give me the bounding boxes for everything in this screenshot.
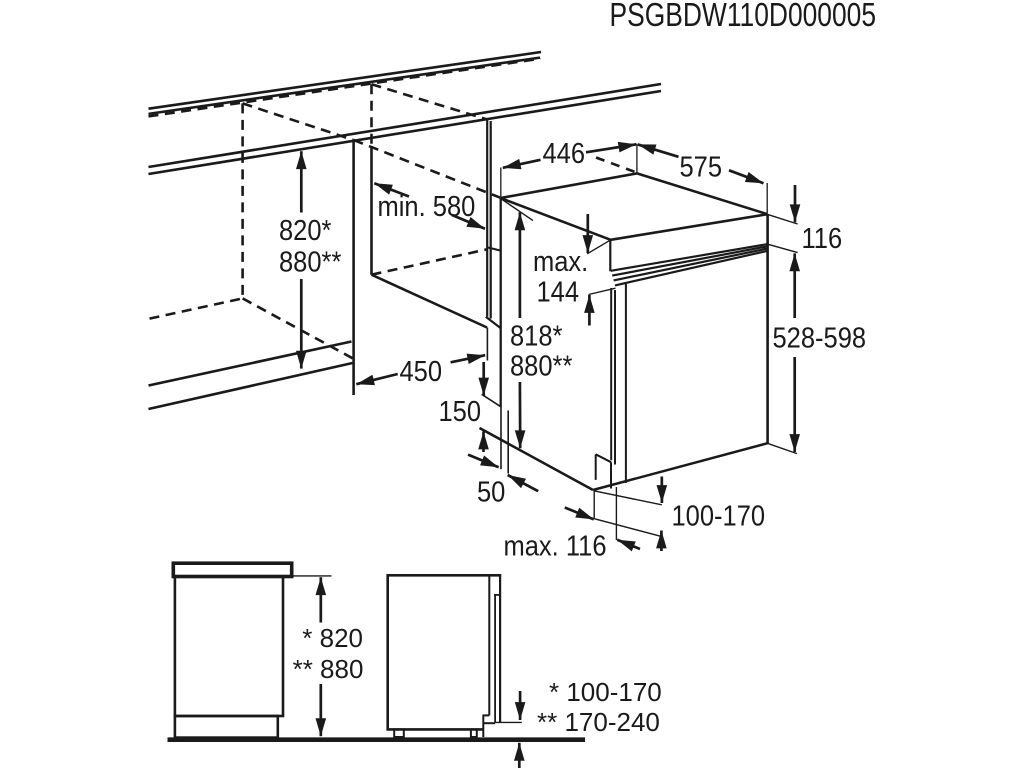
- svg-text:100-170: 100-170: [672, 499, 766, 532]
- svg-text:446: 446: [543, 136, 586, 169]
- svg-text:50: 50: [477, 475, 505, 508]
- svg-text:820*: 820*: [279, 213, 332, 246]
- svg-text:528-598: 528-598: [773, 321, 867, 354]
- svg-text:min. 580: min. 580: [378, 189, 476, 222]
- svg-text:** 880: ** 880: [293, 654, 364, 684]
- svg-text:880**: 880**: [510, 349, 573, 382]
- svg-text:144: 144: [537, 275, 580, 308]
- svg-text:116: 116: [802, 221, 843, 254]
- svg-text:* 100-170: * 100-170: [549, 677, 662, 707]
- svg-text:* 820: * 820: [302, 623, 363, 653]
- svg-text:max.: max.: [533, 244, 588, 277]
- svg-text:150: 150: [439, 394, 482, 427]
- svg-text:575: 575: [680, 150, 723, 183]
- svg-text:** 170-240: ** 170-240: [537, 707, 660, 737]
- svg-text:PSGBDW110D000005: PSGBDW110D000005: [610, 0, 877, 34]
- svg-text:818*: 818*: [510, 319, 563, 352]
- svg-text:max. 116: max. 116: [504, 529, 607, 562]
- svg-text:880**: 880**: [279, 245, 342, 278]
- svg-text:450: 450: [400, 354, 443, 387]
